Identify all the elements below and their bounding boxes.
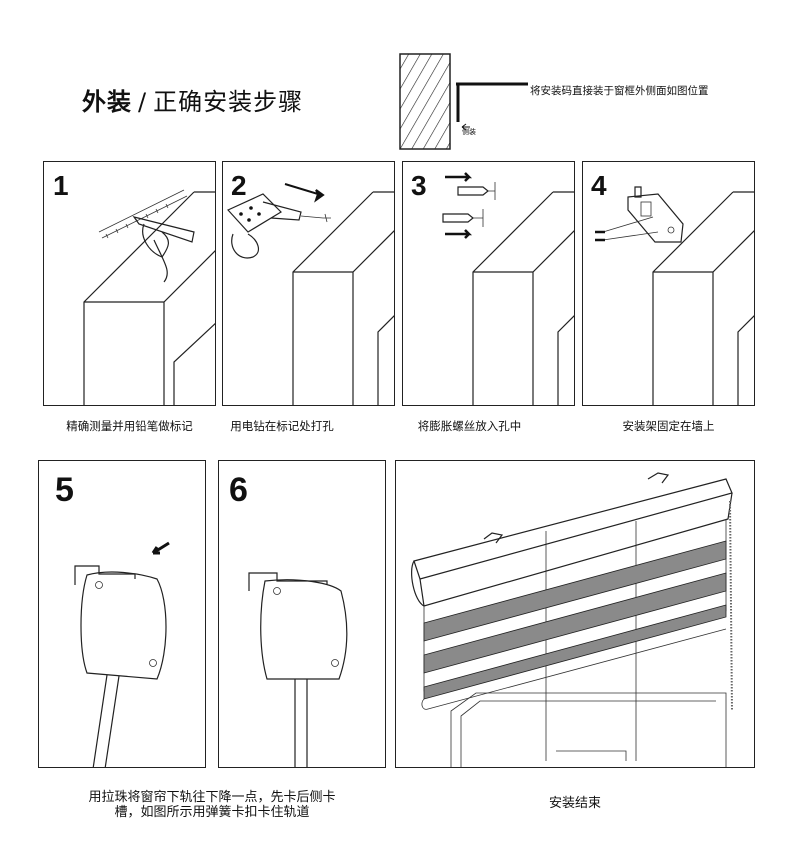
step-2-drawing <box>227 183 394 405</box>
final-caption: 安装结束 <box>548 796 601 811</box>
title-slash: / <box>138 88 148 116</box>
side-label: 侧装 <box>462 128 476 136</box>
step-2-caption: 用电钻在标记处打孔 <box>230 419 334 433</box>
step-1-caption: 精确测量并用铅笔做标记 <box>66 419 193 433</box>
step-4-caption: 安装架固定在墙上 <box>622 419 715 433</box>
step-5-caption-line-1: 用拉珠将窗帘下轨往下降一点，先卡后侧卡 <box>88 790 336 805</box>
title-rest: 正确安装步骤 <box>153 88 304 116</box>
step-1-drawing <box>83 189 215 405</box>
step-3-drawing <box>442 172 574 405</box>
final-panel <box>395 460 755 768</box>
step-5-number: 5 <box>55 471 74 509</box>
note-line <box>456 82 528 86</box>
step-4-number: 4 <box>591 170 607 201</box>
step-1-panel: 1 <box>43 161 216 406</box>
page-title: 外装/正确安装步骤 <box>82 82 303 117</box>
step-1-number: 1 <box>53 170 69 201</box>
step-5-panel: 5 <box>38 460 206 768</box>
step-4-drawing <box>595 186 754 405</box>
step-4-panel: 4 <box>582 161 755 406</box>
step-2-panel: 2 <box>222 161 395 406</box>
installed-blind-drawing <box>411 472 733 767</box>
step-3-panel: 3 <box>402 161 575 406</box>
side-mount-illustration <box>399 53 488 150</box>
step-6-drawing <box>248 572 348 767</box>
step-2-number: 2 <box>231 170 247 201</box>
step-3-caption: 将膨胀螺丝放入孔中 <box>417 419 522 433</box>
step-5-caption: 用拉珠将窗帘下轨往下降一点，先卡后侧卡 槽，如图所示用弹簧卡扣卡住轨道 <box>38 790 386 820</box>
step-5-caption-line-2: 槽，如图所示用弹簧卡扣卡住轨道 <box>114 805 310 820</box>
title-bold: 外装 <box>82 88 132 116</box>
step-5-drawing <box>74 541 170 767</box>
step-6-number: 6 <box>229 471 248 509</box>
side-mount-note: 将安装码直接装于窗框外侧面如图位置 <box>530 85 709 97</box>
step-6-panel: 6 <box>218 460 386 768</box>
step-3-number: 3 <box>411 170 427 201</box>
